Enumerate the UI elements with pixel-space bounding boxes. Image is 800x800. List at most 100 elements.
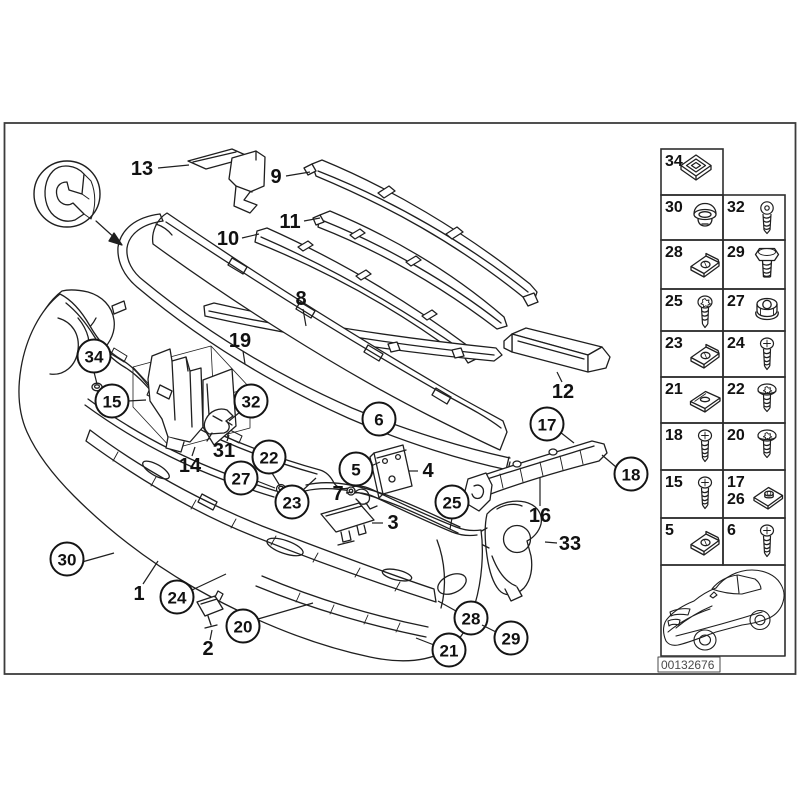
part-carrier-16 xyxy=(464,440,608,512)
callout-27: 27 xyxy=(223,460,276,496)
svg-text:30: 30 xyxy=(58,551,77,570)
part-clip-31 xyxy=(203,408,234,442)
part-trim-19 xyxy=(117,213,511,471)
part-strip-9 xyxy=(303,159,539,307)
part-number-label: 25 xyxy=(665,293,683,310)
callout-32: 32 xyxy=(228,383,269,422)
part-cover-3 xyxy=(320,502,375,546)
callout-31: 31 xyxy=(213,434,235,462)
svg-text:27: 27 xyxy=(232,470,251,489)
callout-21: 21 xyxy=(415,632,467,668)
svg-text:25: 25 xyxy=(443,494,462,513)
callout-16: 16 xyxy=(529,478,551,527)
part-number-label: 6 xyxy=(727,522,736,539)
svg-text:28: 28 xyxy=(462,610,481,629)
callout-9: 9 xyxy=(270,166,311,188)
sidebar-cell-6: 6 xyxy=(722,517,786,566)
svg-text:33: 33 xyxy=(559,533,581,555)
svg-text:10: 10 xyxy=(217,228,239,250)
svg-text:22: 22 xyxy=(260,449,279,468)
svg-text:21: 21 xyxy=(440,642,459,661)
callout-22: 22 xyxy=(251,439,287,487)
sidebar-car-cell: 00132676 xyxy=(657,564,786,673)
callout-30: 30 xyxy=(49,541,115,577)
part-number-label: 17 xyxy=(727,474,745,491)
callout-8: 8 xyxy=(295,288,307,327)
part-number-label: 20 xyxy=(727,427,745,444)
callout-15: 15 xyxy=(94,383,147,419)
callout-5: 5 xyxy=(338,451,381,487)
svg-text:32: 32 xyxy=(242,393,261,412)
svg-text:15: 15 xyxy=(103,393,122,412)
callout-6: 6 xyxy=(361,401,397,437)
part-number-label: 34 xyxy=(665,153,683,170)
svg-text:18: 18 xyxy=(622,466,641,485)
svg-text:24: 24 xyxy=(168,589,187,608)
part-number-label: 27 xyxy=(727,293,745,310)
svg-text:8: 8 xyxy=(295,288,306,310)
svg-text:20: 20 xyxy=(234,618,253,637)
svg-text:16: 16 xyxy=(529,505,551,527)
svg-text:3: 3 xyxy=(387,512,398,534)
part-absorber-6 xyxy=(151,212,508,451)
stamp-text: 00132676 xyxy=(661,658,715,672)
part-number-label: 28 xyxy=(665,244,683,261)
svg-text:7: 7 xyxy=(332,483,343,505)
svg-text:13: 13 xyxy=(131,158,153,180)
part-cover-2 xyxy=(196,590,224,629)
svg-text:1: 1 xyxy=(133,583,144,605)
part-clip-7 xyxy=(346,486,378,510)
svg-text:34: 34 xyxy=(85,348,104,367)
part-number-label: 24 xyxy=(727,335,745,352)
svg-text:4: 4 xyxy=(422,460,434,482)
svg-text:29: 29 xyxy=(502,630,521,649)
callout-18: 18 xyxy=(601,454,649,492)
callout-17: 17 xyxy=(529,406,575,444)
part-plate-4 xyxy=(369,444,413,499)
callout-25: 25 xyxy=(434,484,470,530)
diagram-border xyxy=(3,122,797,675)
callout-29: 29 xyxy=(481,620,529,656)
callout-28: 28 xyxy=(437,600,489,636)
part-number-label: 30 xyxy=(665,199,683,216)
callout-3: 3 xyxy=(372,512,399,534)
part-number-label: 22 xyxy=(727,381,745,398)
part-bracket-12 xyxy=(503,327,611,373)
callout-34: 34 xyxy=(76,338,112,385)
svg-text:19: 19 xyxy=(229,330,251,352)
callout-20: 20 xyxy=(225,602,314,644)
part-number-label: 18 xyxy=(665,427,683,444)
svg-text:11: 11 xyxy=(279,211,300,233)
svg-text:9: 9 xyxy=(270,166,281,188)
part-strip-13 xyxy=(187,148,266,214)
callout-19: 19 xyxy=(229,330,251,365)
callout-1: 1 xyxy=(133,560,159,605)
callout-23: 23 xyxy=(274,477,317,520)
part-number-label: 32 xyxy=(727,199,745,216)
svg-text:31: 31 xyxy=(213,440,235,462)
callout-10: 10 xyxy=(217,228,260,250)
svg-text:14: 14 xyxy=(179,455,202,477)
callout-33: 33 xyxy=(544,533,581,555)
svg-text:6: 6 xyxy=(374,411,383,430)
part-number-label: 26 xyxy=(727,491,745,508)
car-illustration xyxy=(663,569,785,651)
detail-circle-clip xyxy=(33,160,123,246)
stamp-box xyxy=(657,656,721,673)
part-number-label: 5 xyxy=(665,522,674,539)
callout-2: 2 xyxy=(202,629,214,660)
svg-text:17: 17 xyxy=(538,416,557,435)
callout-13: 13 xyxy=(131,158,190,180)
part-number-label: 21 xyxy=(665,381,683,398)
callout-14: 14 xyxy=(179,446,202,477)
part-number-label: 29 xyxy=(727,244,745,261)
svg-text:5: 5 xyxy=(351,461,360,480)
part-number-label: 15 xyxy=(665,474,683,491)
callout-24: 24 xyxy=(159,573,227,615)
callout-12: 12 xyxy=(552,371,574,403)
svg-text:12: 12 xyxy=(552,381,574,403)
